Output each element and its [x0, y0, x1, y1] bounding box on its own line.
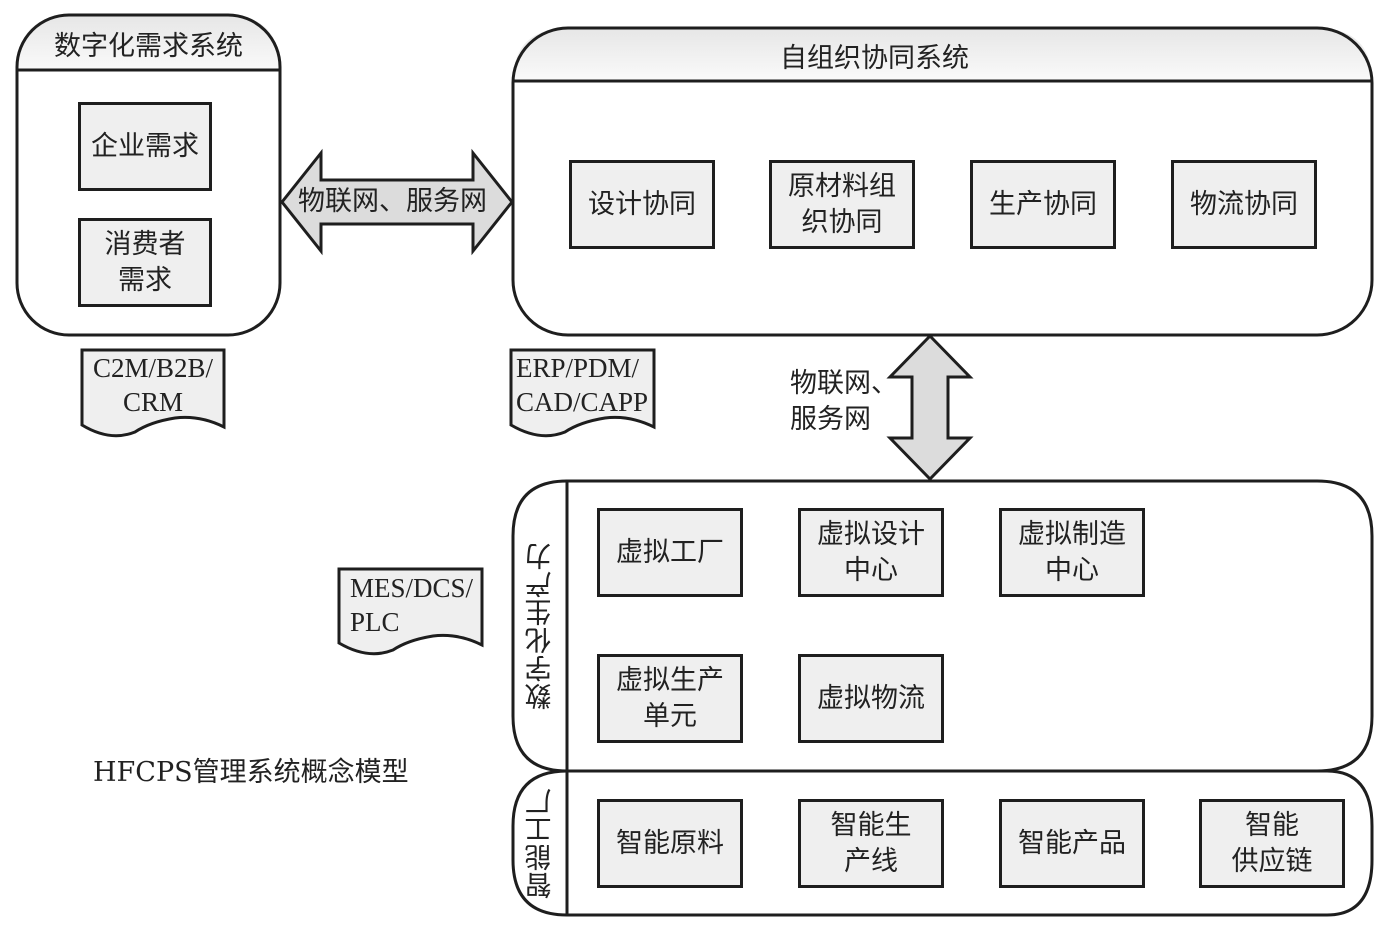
node-material-collab: 原材料组 织协同: [769, 160, 915, 249]
node-enterprise-demand: 企业需求: [78, 102, 212, 191]
doc-tag-mes-shape: [337, 567, 484, 656]
doc-tag-erp-shape: [509, 348, 656, 438]
node-smart-product: 智能产品: [999, 799, 1145, 888]
doc-tag-erp: ERP/PDM/ CAD/CAPP: [516, 353, 649, 417]
node-production-collab: 生产协同: [970, 160, 1116, 249]
demand-system-container: [15, 13, 282, 337]
diagram-caption: HFCPS管理系统概念模型: [93, 757, 409, 788]
node-logistics-collab: 物流协同: [1171, 160, 1317, 249]
smart-factory-container: [511, 769, 1374, 917]
node-consumer-demand: 消费者 需求: [78, 218, 212, 307]
node-smart-supply-chain: 智能 供应链: [1199, 799, 1345, 888]
demand-system-title: 数字化需求系统: [54, 31, 243, 62]
node-smart-material: 智能原料: [597, 799, 743, 888]
node-virtual-design-center: 虚拟设计 中心: [798, 508, 944, 597]
node-design-collab: 设计协同: [569, 160, 715, 249]
digital-productivity-container: [511, 479, 1374, 773]
digital-productivity-title: 数字化生产力: [525, 542, 557, 710]
self-org-system-container: [511, 26, 1374, 337]
smart-factory-title: 智能工厂: [525, 787, 557, 899]
horizontal-link-label: 物联网、服务网: [298, 186, 487, 217]
node-smart-production-line: 智能生 产线: [798, 799, 944, 888]
vertical-link-label: 物联网、 服务网: [790, 368, 898, 435]
node-virtual-manufacturing-center: 虚拟制造 中心: [999, 508, 1145, 597]
node-virtual-factory: 虚拟工厂: [597, 508, 743, 597]
horizontal-double-arrow-icon: [280, 148, 514, 256]
doc-tag-mes: MES/DCS/ PLC: [350, 573, 474, 637]
vertical-double-arrow-icon: [886, 333, 974, 482]
self-org-system-title: 自组织协同系统: [780, 43, 969, 74]
doc-tag-c2m: C2M/B2B/ CRM: [92, 353, 214, 417]
doc-tag-c2m-shape: [80, 348, 226, 438]
node-virtual-logistics: 虚拟物流: [798, 654, 944, 743]
node-virtual-production-unit: 虚拟生产 单元: [597, 654, 743, 743]
